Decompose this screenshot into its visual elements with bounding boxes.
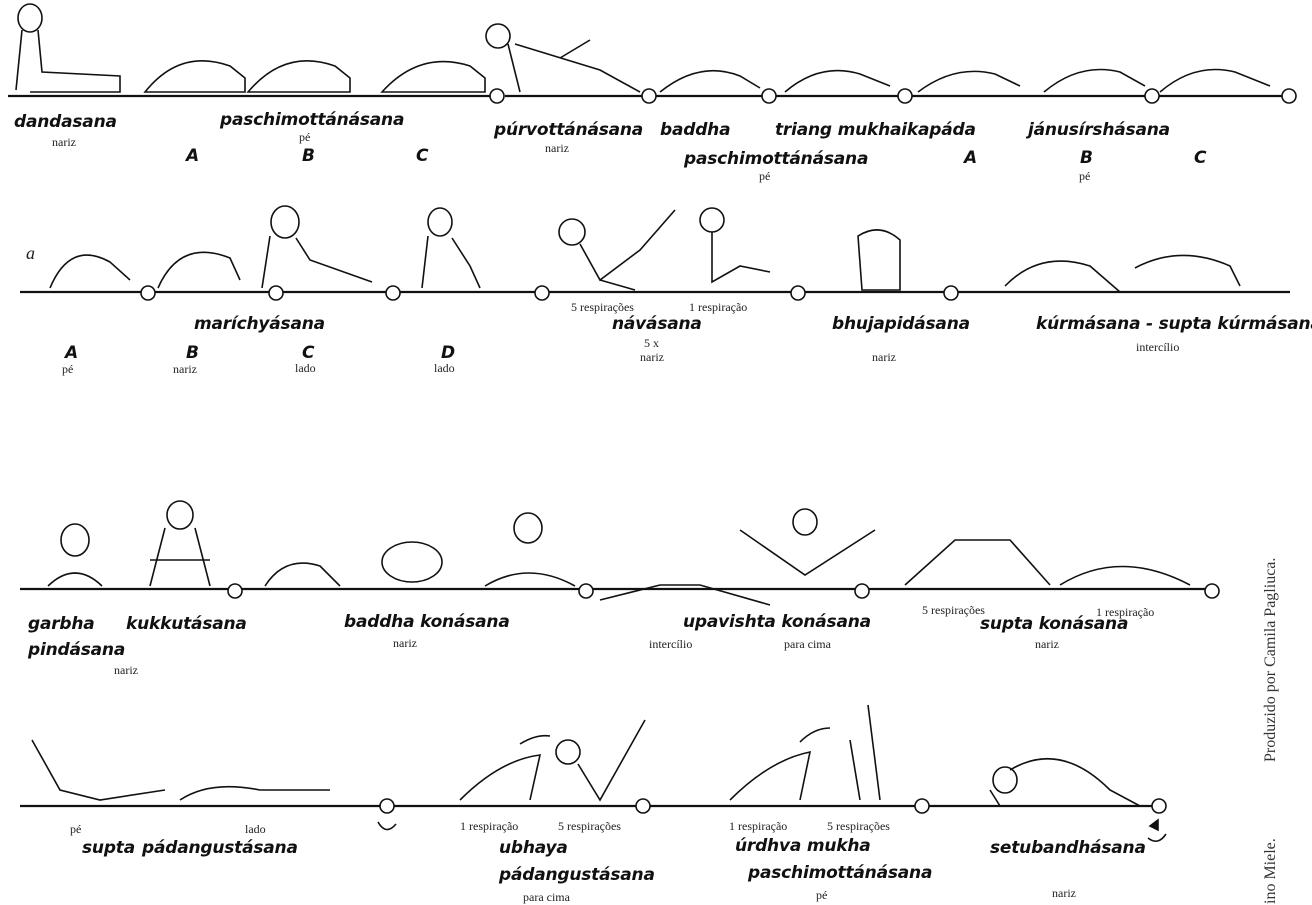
pose-janusirshasana: jánusírshásana <box>1028 120 1170 140</box>
pose-urdhva-mukha: úrdhva mukha <box>735 836 871 856</box>
navasana-breaths-1: 1 respiração <box>689 300 747 315</box>
pose-baddha-konasana: baddha konásana <box>344 612 510 632</box>
variant-c: C <box>416 146 428 166</box>
ubhaya-breaths-5: 5 respirações <box>558 819 621 834</box>
focus-bhujapidasana: nariz <box>872 350 896 365</box>
ubhaya-breaths-1: 1 respiração <box>460 819 518 834</box>
focus-kurmasana: intercílio <box>1136 340 1179 355</box>
focus-janusirshasana: pé <box>1079 169 1090 184</box>
pose-pindasana: pindásana <box>28 640 125 660</box>
urdhva-breaths-1: 1 respiração <box>729 819 787 834</box>
pose-ubhaya-padangustasana: pádangustásana <box>499 865 655 885</box>
marichyasana-b: B <box>186 343 199 363</box>
pose-urdhva-paschimottanasana: paschimottánásana <box>748 863 932 883</box>
focus-marichyasana-a: pé <box>62 362 73 377</box>
pose-baddha-paschimottanasana: paschimottánásana <box>684 149 868 169</box>
focus-supta-lado: lado <box>245 822 266 837</box>
focus-ubhaya: para cima <box>523 890 570 905</box>
figure-bhujapidasana <box>858 230 900 290</box>
figure-supta-konasana <box>905 540 1190 585</box>
figure-setubandhasana <box>990 759 1140 806</box>
figure-urdhva-mukha <box>730 705 880 800</box>
marichyasana-small-a: a <box>26 243 35 264</box>
janu-variant-a: A <box>964 148 977 168</box>
janu-variant-c: C <box>1194 148 1206 168</box>
pose-upavishta-konasana: upavishta konásana <box>683 612 871 632</box>
urdhva-breaths-5: 5 respirações <box>827 819 890 834</box>
variant-a: A <box>186 146 199 166</box>
figure-ubhaya-padangustasana <box>460 720 645 800</box>
figure-supta-padangustasana <box>32 740 330 800</box>
marichyasana-c: C <box>302 343 314 363</box>
pose-navasana: návásana <box>612 314 702 334</box>
figure-paschimottanasana <box>145 61 485 92</box>
supta-konasana-breaths-5: 5 respirações <box>922 603 985 618</box>
variant-b: B <box>302 146 315 166</box>
pose-kurmasana: kúrmásana - supta kúrmásana <box>1036 314 1312 334</box>
figure-baddha-konasana <box>265 513 575 586</box>
pose-ubhaya: ubhaya <box>499 838 568 858</box>
focus-paschimottanasana: pé <box>299 130 310 145</box>
figure-marichyasana <box>50 206 480 288</box>
figure-kukkutasana <box>150 501 210 586</box>
focus-supta-pe: pé <box>70 822 81 837</box>
pose-triang-mukhaikapada: triang mukhaikapáda <box>775 120 976 140</box>
focus-navasana: nariz <box>640 350 664 365</box>
focus-dandasana: nariz <box>52 135 76 150</box>
janu-variant-b: B <box>1080 148 1093 168</box>
pose-bhujapidasana: bhujapidásana <box>832 314 970 334</box>
pose-dandasana: dandasana <box>14 112 117 132</box>
figure-row1-forward-folds <box>660 70 1270 93</box>
focus-baddha: pé <box>759 169 770 184</box>
focus-baddha-konasana: nariz <box>393 636 417 651</box>
figure-kurmasana <box>1005 255 1240 292</box>
focus-supta-konasana: nariz <box>1035 637 1059 652</box>
focus-upavishta-2: para cima <box>784 637 831 652</box>
focus-marichyasana-d: lado <box>434 361 455 376</box>
marichyasana-d: D <box>441 343 455 363</box>
pose-setubandhasana: setubandhásana <box>990 838 1146 858</box>
navasana-repeat: 5 x <box>644 336 659 351</box>
focus-marichyasana-c: lado <box>295 361 316 376</box>
pose-purvottanasana: púrvottánásana <box>494 120 643 140</box>
credit-produced: Produzido por Camila Pagliuca. <box>1262 558 1280 762</box>
pose-padangustasana: pádangustásana <box>142 838 298 858</box>
pose-paschimottanasana: paschimottánásana <box>220 110 404 130</box>
pose-marichyasana: maríchyásana <box>194 314 325 334</box>
figure-garbha-pindasana <box>48 524 102 586</box>
navasana-breaths-5: 5 respirações <box>571 300 634 315</box>
focus-purvottanasana: nariz <box>545 141 569 156</box>
figure-navasana <box>559 208 770 290</box>
marichyasana-a: A <box>65 343 78 363</box>
pose-garbha: garbha <box>28 614 95 634</box>
pose-baddha: baddha <box>660 120 730 140</box>
figure-dandasana <box>16 4 120 92</box>
focus-marichyasana-b: nariz <box>173 362 197 377</box>
focus-urdhva: pé <box>816 888 827 903</box>
pose-kukkutasana: kukkutásana <box>126 614 247 634</box>
focus-upavishta-1: intercílio <box>649 637 692 652</box>
focus-setubandhasana: nariz <box>1052 886 1076 901</box>
focus-garbha-pindasana: nariz <box>114 663 138 678</box>
figure-upavishta-konasana <box>600 509 875 605</box>
credit-artist: ino Miele. <box>1262 838 1280 904</box>
pose-supta-konasana: supta konásana <box>980 614 1128 634</box>
pose-supta: supta <box>82 838 135 858</box>
figure-purvottanasana <box>486 24 640 92</box>
